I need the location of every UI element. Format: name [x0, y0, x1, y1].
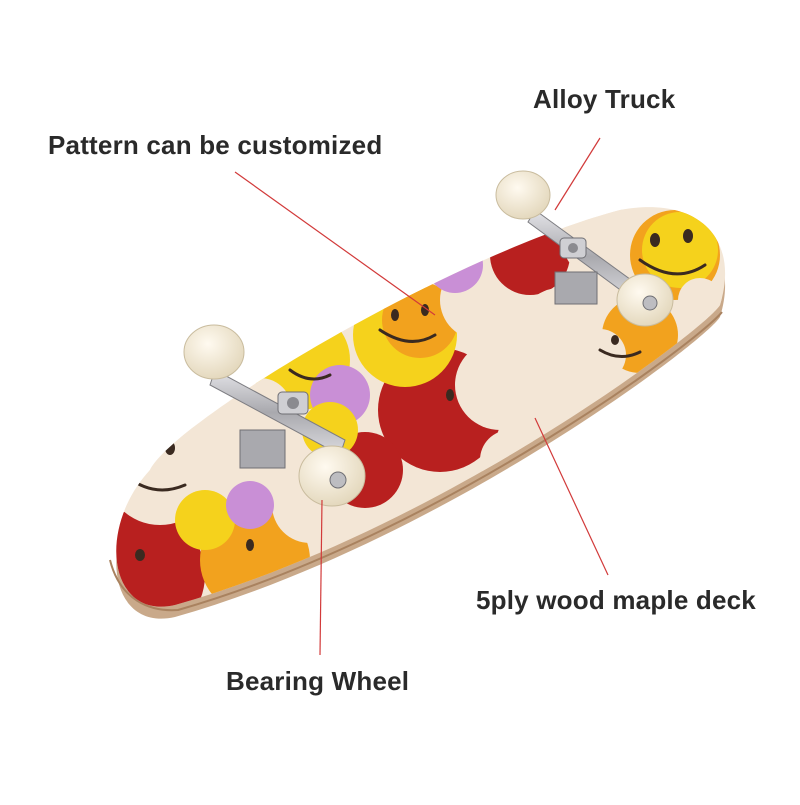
alloy-truck-label: Alloy Truck [533, 84, 676, 114]
pattern-label: Pattern can be customized [48, 130, 383, 160]
front-wheels [495, 170, 674, 327]
front-truck [527, 209, 646, 305]
deck-ply-line [109, 311, 723, 612]
rear-truck [209, 369, 346, 469]
callout-lines [234, 137, 609, 656]
bearing-wheel-icon [183, 324, 366, 507]
bearing-wheel-label: Bearing Wheel [226, 666, 410, 696]
deck-label: 5ply wood maple deck [476, 585, 756, 615]
deck-graphic [116, 207, 726, 607]
